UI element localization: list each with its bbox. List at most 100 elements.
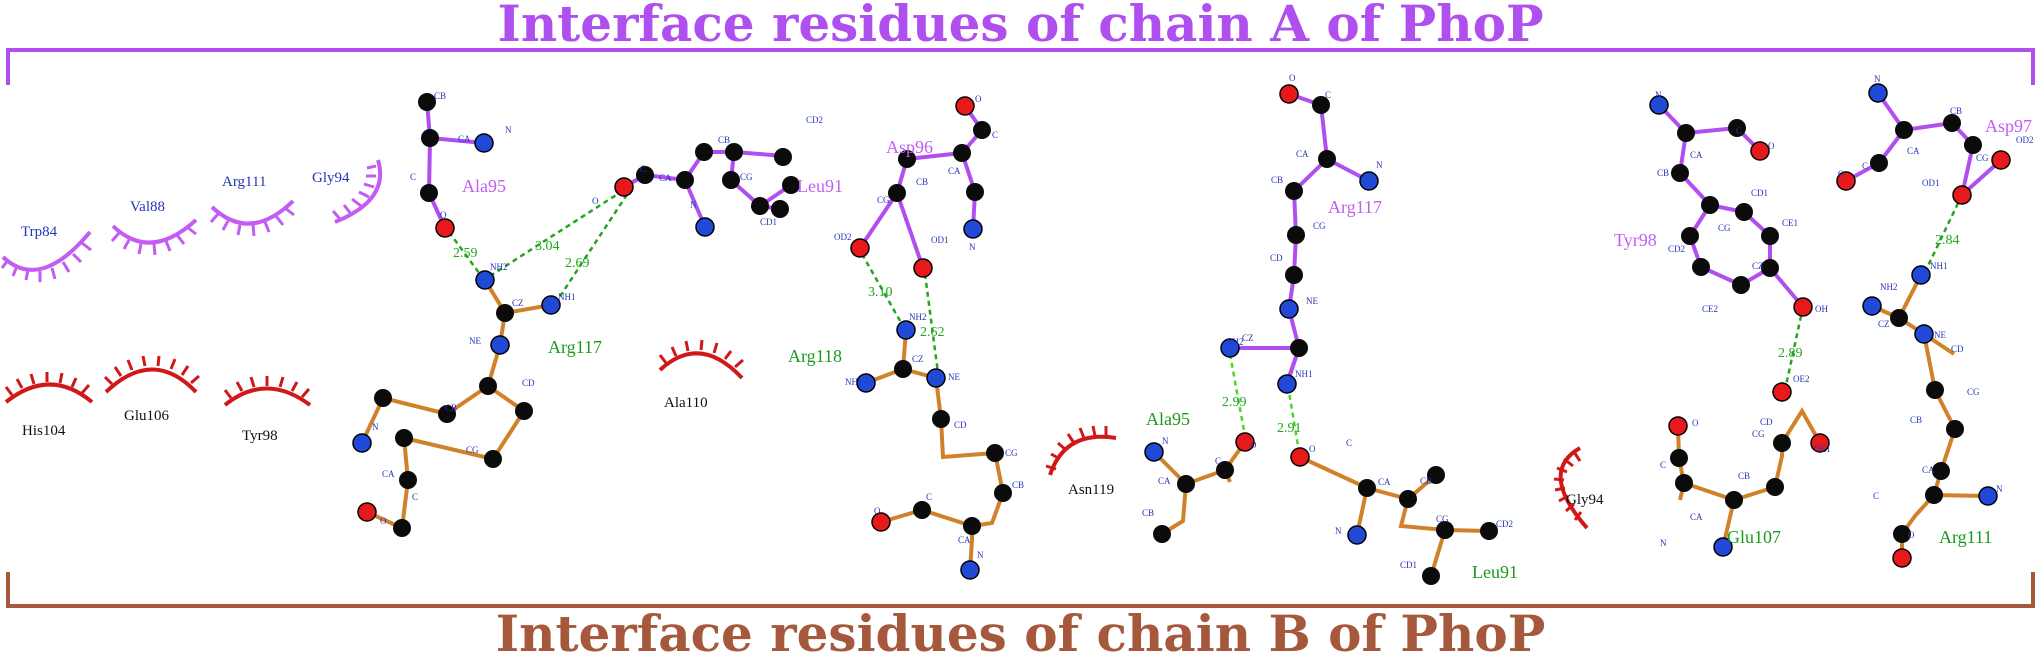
atom-label: CZ — [512, 298, 524, 308]
atom-label: CG — [1718, 223, 1731, 233]
atom-label: C — [1736, 126, 1742, 136]
atom-label: C — [1325, 90, 1331, 100]
atom-label: O — [1908, 530, 1915, 540]
atom-label: C — [926, 492, 932, 502]
atom-label: C — [640, 164, 646, 174]
atom-label: CA — [458, 134, 471, 144]
atom-label: CA — [1907, 146, 1920, 156]
atom-label: CB — [1657, 168, 1669, 178]
residue-label: Leu91 — [797, 176, 843, 196]
atom-label: O — [1309, 444, 1316, 454]
atom-label: OD2 — [2016, 135, 2034, 145]
atom-label: N — [505, 125, 512, 135]
residue-label: Arg117 — [548, 337, 602, 357]
atom-label: CZ — [1752, 261, 1764, 271]
atom-label: CB — [445, 403, 457, 413]
interaction-panel-1: 2.59 3.04 2.69 — [352, 91, 843, 537]
residue-label: Val88 — [130, 199, 165, 215]
residue-label: Ala110 — [664, 395, 708, 411]
atom-label: CD2 — [1496, 519, 1513, 529]
atom-label: CG — [1436, 514, 1449, 524]
atom-label: O — [975, 94, 982, 104]
atom-label: N — [1660, 538, 1667, 548]
atom-label: CD1 — [760, 217, 777, 227]
atom-label: O — [380, 516, 387, 526]
residue-label: Arg118 — [788, 346, 842, 366]
atom-label: CD — [1951, 344, 1964, 354]
atom-label: CB — [1950, 106, 1962, 116]
atom-label: CA — [1690, 150, 1703, 160]
atom-label: N — [1335, 526, 1342, 536]
hbond-distance: 2.91 — [1277, 421, 1302, 436]
atom-label: C — [1873, 491, 1879, 501]
atom-label: NE — [948, 372, 960, 382]
residue-label: Gly94 — [1566, 492, 1604, 508]
atom-label: CA — [948, 166, 961, 176]
hydrophobic-contact: His104 — [4, 372, 94, 439]
atom-label: C — [412, 492, 418, 502]
atom-label: CG — [1752, 429, 1765, 439]
atom-label: CA — [958, 535, 971, 545]
atom-label: NE — [1306, 296, 1318, 306]
atom-label: CZ — [912, 354, 924, 364]
atom-label: O — [1768, 141, 1775, 151]
hydrophobic-contact: Gly94 — [1553, 446, 1604, 530]
atom-label: OD1 — [931, 235, 949, 245]
residue-label: His104 — [22, 423, 66, 439]
atom-label: CA — [659, 173, 672, 183]
atom-label: CB — [1142, 508, 1154, 518]
atom-label: OE1 — [1814, 444, 1831, 454]
residue-label: Trp84 — [21, 224, 58, 240]
atom-label: C — [1346, 438, 1352, 448]
atom-label: N — [977, 550, 984, 560]
atoms — [352, 93, 800, 537]
hbond-distance: 2.59 — [453, 246, 478, 261]
hbond-distance: 2.69 — [565, 256, 590, 271]
atom-label: CG — [1313, 221, 1326, 231]
atom-label: NH2 — [490, 262, 508, 272]
hydrophobic-contact: Arg111 — [209, 174, 295, 237]
atom-label: N — [1655, 90, 1662, 100]
atom-label: C — [1862, 161, 1868, 171]
hydrophobic-contact: Glu106 — [103, 355, 200, 424]
atom-label: O — [440, 210, 447, 220]
atom-label: N — [969, 242, 976, 252]
atom-label: CD2 — [806, 115, 823, 125]
atom-label: CG — [1976, 153, 1989, 163]
atom-label: N — [1376, 160, 1383, 170]
chain-b-title: Interface residues of chain B of PhoP — [495, 604, 1546, 663]
atoms — [1649, 83, 2011, 568]
hbond-distance: 3.10 — [868, 285, 893, 300]
chain-b-bracket — [6, 572, 2035, 608]
atom-label: C — [992, 130, 998, 140]
atom-label: O — [1838, 169, 1845, 179]
hydrophobic-contact: Asn119 — [1045, 425, 1117, 498]
residue-label: Tyr98 — [242, 428, 278, 444]
atom-label: CG — [877, 195, 890, 205]
atom-label: OH — [1815, 304, 1828, 314]
atom-label: CB — [916, 177, 928, 187]
atom-label: CD1 — [1400, 560, 1417, 570]
atom-label: NH1 — [1295, 369, 1313, 379]
atom-label: CD2 — [1668, 244, 1685, 254]
atom-label: CD1 — [1751, 188, 1768, 198]
atom-label: N — [1874, 74, 1881, 84]
residue-label: Arg111 — [1939, 527, 1992, 547]
hbond-distance: 3.04 — [535, 239, 560, 254]
atoms — [1144, 84, 1498, 585]
atom-label: CB — [1738, 471, 1750, 481]
atom-label: CG — [1967, 387, 1980, 397]
atom-label: CD — [1270, 253, 1283, 263]
residue-label: Leu91 — [1472, 562, 1518, 582]
atom-label: N — [372, 422, 379, 432]
hbond-distance: 2.62 — [920, 325, 945, 340]
atom-label: NE — [469, 336, 481, 346]
residue-label: Gly94 — [312, 170, 350, 186]
atom-label: CZ — [1878, 319, 1890, 329]
residue-label: Asp96 — [886, 137, 933, 157]
atom-label: CA — [1158, 476, 1171, 486]
residue-label: Glu106 — [124, 408, 170, 424]
atom-label: C — [1215, 456, 1221, 466]
